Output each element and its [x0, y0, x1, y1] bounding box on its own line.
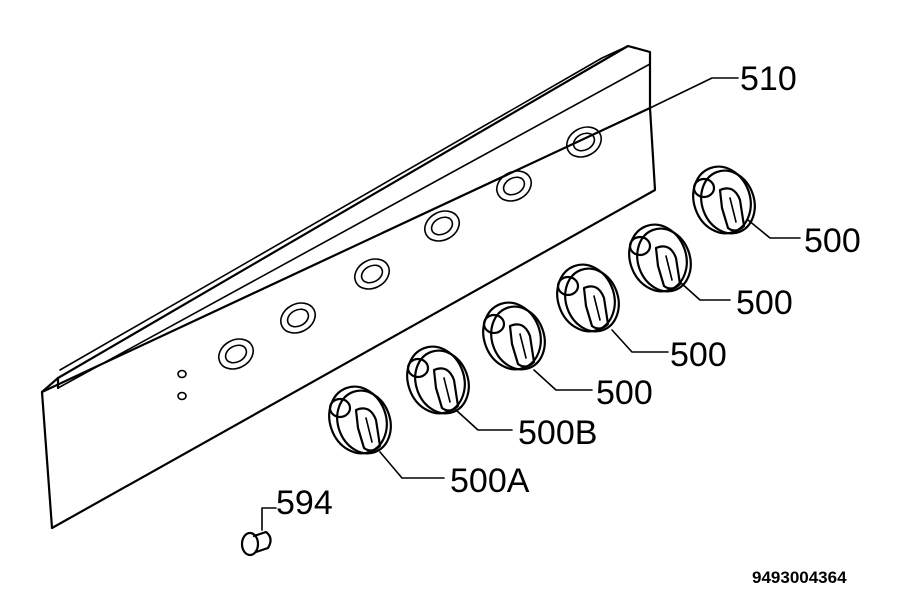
knob-hole — [218, 338, 254, 370]
callout-500-knob-3: 500 — [670, 336, 727, 374]
control-knob — [692, 165, 756, 235]
screw-part-594 — [240, 530, 272, 557]
control-knob — [628, 223, 692, 293]
control-knobs — [328, 165, 756, 455]
knob-hole — [280, 302, 316, 334]
callout-500a: 500A — [450, 462, 530, 500]
knob-hole — [424, 210, 460, 242]
callout-500-knob-4: 500 — [596, 374, 653, 412]
panel-indicator-holes — [177, 369, 187, 401]
callout-500-knob-1: 500 — [804, 222, 861, 260]
knob-hole — [566, 126, 602, 158]
knob-hole — [496, 170, 532, 202]
control-knob — [328, 385, 392, 455]
drawing-number: 9493004364 — [752, 568, 847, 587]
callout-500b: 500B — [518, 414, 598, 452]
control-knob — [556, 263, 620, 333]
control-knob — [406, 345, 470, 415]
panel-knob-holes — [218, 126, 602, 370]
leader-lines — [261, 77, 801, 531]
control-knob — [482, 301, 546, 371]
callout-500-knob-2: 500 — [736, 284, 793, 322]
knob-hole — [354, 258, 390, 290]
callout-510: 510 — [740, 60, 797, 98]
callout-594: 594 — [276, 484, 333, 522]
control-panel-part-510 — [40, 44, 657, 530]
